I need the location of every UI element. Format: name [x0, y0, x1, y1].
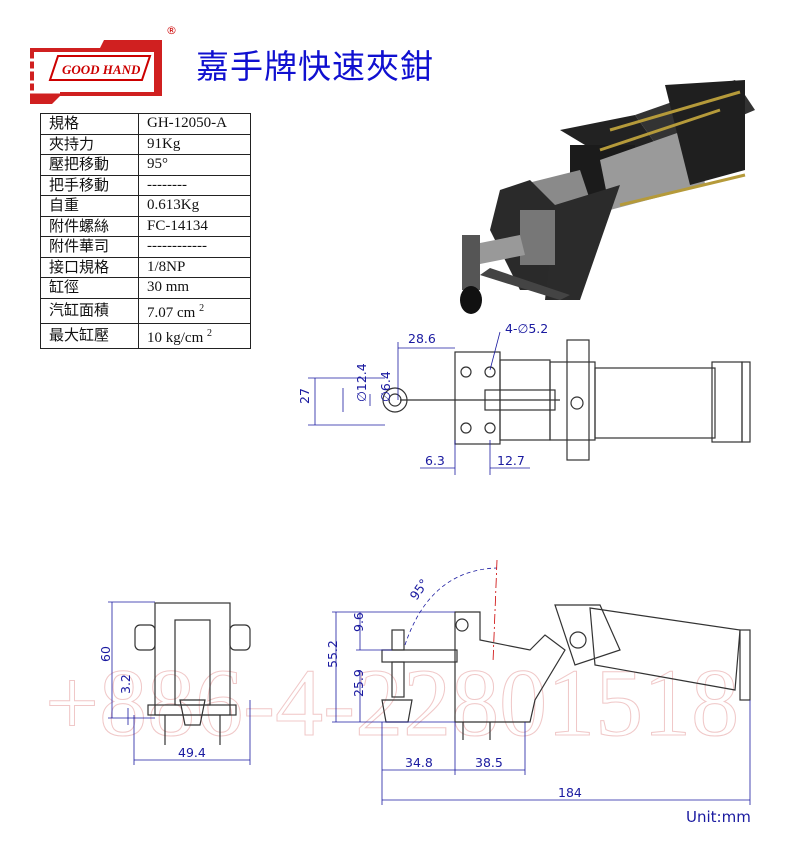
svg-text:27: 27 [297, 388, 312, 404]
svg-text:60: 60 [98, 646, 113, 662]
spec-value-text: 91Kg [147, 135, 181, 152]
front-view-dimensions [108, 601, 251, 765]
svg-text:9.6: 9.6 [351, 612, 366, 632]
spec-row: 接口規格 1/8NP [40, 256, 251, 278]
front-view-drawing [134, 602, 251, 745]
svg-text:∅6.4: ∅6.4 [378, 371, 393, 402]
spec-value: 0.613Kg [138, 195, 251, 217]
spec-label: 最大缸壓 [40, 322, 139, 349]
spec-value-text: 0.613Kg [147, 197, 200, 214]
svg-text:38.5: 38.5 [475, 755, 503, 770]
unit-label: Unit:mm [686, 808, 751, 826]
top-view-drawing [382, 339, 751, 461]
spec-value: 30 mm [138, 277, 251, 299]
superscript: 2 [199, 302, 205, 314]
spec-value-text: 1/8NP [147, 258, 186, 275]
svg-text:®: ® [166, 24, 177, 37]
spec-value-text: 10 kg/cm [147, 329, 204, 346]
good-hand-logo: GOOD HAND ® [30, 24, 177, 104]
spec-row: 附件華司 ------------ [40, 236, 251, 258]
spec-value-text: 95° [147, 156, 168, 173]
spec-row: 把手移動 -------- [40, 174, 251, 196]
spec-row: 規格 GH-12050-A [40, 113, 251, 135]
svg-text:28.6: 28.6 [408, 331, 436, 346]
spec-label: 夾持力 [40, 133, 139, 155]
top-view-dimensions [308, 331, 530, 475]
spec-label: 附件螺絲 [40, 215, 139, 237]
svg-text:25.9: 25.9 [351, 669, 366, 697]
spec-value-text: -------- [147, 176, 187, 193]
spec-label: 規格 [40, 113, 139, 135]
spec-label: 把手移動 [40, 174, 139, 196]
svg-text:34.8: 34.8 [405, 755, 433, 770]
spec-table: 規格 GH-12050-A 夾持力 91Kg 壓把移動 95° 把手移動 -------- 自重… [40, 113, 251, 349]
svg-text:4-∅5.2: 4-∅5.2 [505, 321, 548, 336]
svg-text:∅12.4: ∅12.4 [354, 363, 369, 402]
spec-label: 汽缸面積 [40, 297, 139, 324]
spec-value-text: GH-12050-A [147, 115, 227, 132]
svg-text:55.2: 55.2 [325, 640, 340, 668]
spec-value: 1/8NP [138, 256, 251, 278]
svg-text:184: 184 [558, 785, 582, 800]
spec-value: 10 kg/cm 2 [138, 322, 251, 349]
page-title: 嘉手牌快速夾鉗 [196, 47, 434, 86]
svg-text:49.4: 49.4 [178, 745, 206, 760]
spec-label: 自重 [40, 195, 139, 217]
spec-value-text: 30 mm [147, 279, 190, 296]
spec-value: 91Kg [138, 133, 251, 155]
side-view-dimensions [332, 559, 751, 805]
superscript: 2 [207, 327, 212, 339]
spec-label: 接口規格 [40, 256, 139, 278]
spec-value-text: FC-14134 [147, 217, 208, 234]
spec-row: 自重 0.613Kg [40, 195, 251, 217]
spec-value-text: 7.07 cm [147, 304, 196, 321]
spec-row: 缸徑 30 mm [40, 277, 251, 299]
spec-value: 95° [138, 154, 251, 176]
spec-row: 夾持力 91Kg [40, 133, 251, 155]
spec-label: 缸徑 [40, 277, 139, 299]
spec-label: 附件華司 [40, 236, 139, 258]
product-3d-render [460, 80, 755, 314]
svg-text:3.2: 3.2 [118, 674, 133, 694]
spec-row: 附件螺絲 FC-14134 [40, 215, 251, 237]
svg-text:95°: 95° [407, 576, 432, 603]
spec-row: 壓把移動 95° [40, 154, 251, 176]
spec-value: 7.07 cm 2 [138, 297, 251, 324]
spec-value: FC-14134 [138, 215, 251, 237]
spec-value: GH-12050-A [138, 113, 251, 135]
spec-value-text: ------------ [147, 238, 207, 255]
svg-text:12.7: 12.7 [497, 453, 525, 468]
svg-text:6.3: 6.3 [425, 453, 445, 468]
spec-label: 壓把移動 [40, 154, 139, 176]
spec-value: -------- [138, 174, 251, 196]
spec-value: ------------ [138, 236, 251, 258]
svg-text:GOOD HAND: GOOD HAND [62, 62, 141, 77]
